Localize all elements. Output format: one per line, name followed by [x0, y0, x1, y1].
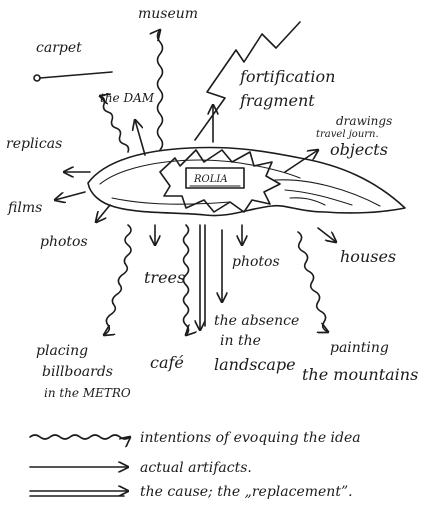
label-placing: placing: [36, 343, 88, 359]
label-photos-left: photos: [40, 234, 88, 250]
legend-wavy-text: intentions of evoquing the idea: [140, 430, 361, 446]
label-objects: objects: [330, 140, 388, 159]
label-houses: houses: [340, 247, 396, 266]
label-billboards: billboards: [42, 364, 113, 380]
label-absence-3: landscape: [214, 355, 296, 374]
label-fortification: fortification: [239, 67, 335, 86]
legend-single-text: actual artifacts.: [140, 460, 252, 476]
label-travel-journ: travel journ.: [316, 129, 379, 140]
label-replicas: replicas: [6, 136, 62, 152]
label-absence-2: in the: [220, 333, 261, 349]
label-the-dam: the DAM: [100, 91, 155, 105]
legend-double-text: the cause; the „replacement”.: [140, 484, 353, 500]
label-drawings: drawings: [336, 114, 392, 128]
label-cafe: café: [150, 353, 184, 372]
label-absence-1: the absence: [214, 313, 299, 329]
central-starburst: ROLIA: [159, 149, 281, 213]
sketch-labels: carpet museum fortification fragment the…: [6, 6, 418, 400]
central-island: [87, 146, 406, 217]
legend: intentions of evoquing the idea actual a…: [140, 430, 361, 500]
label-films: films: [7, 200, 42, 216]
label-trees: trees: [144, 268, 185, 287]
label-carpet: carpet: [36, 40, 82, 56]
label-fragment: fragment: [239, 91, 315, 110]
label-metro: in the METRO: [44, 386, 131, 400]
label-photos-right: photos: [232, 254, 280, 270]
label-museum: museum: [138, 6, 198, 22]
label-mountains: the mountains: [302, 365, 418, 384]
center-box-label: ROLIA: [193, 174, 228, 185]
label-painting: painting: [330, 340, 389, 356]
arrows: [29, 21, 336, 497]
